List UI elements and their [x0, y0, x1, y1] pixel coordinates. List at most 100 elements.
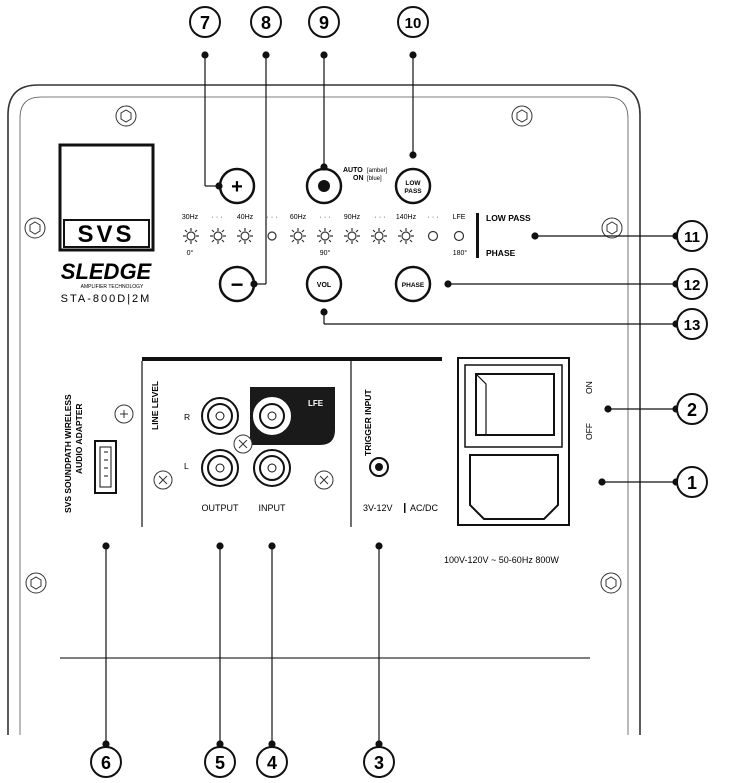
r-label: R	[184, 412, 190, 422]
trigger-jack[interactable]	[369, 457, 389, 477]
minus-glyph: −	[231, 272, 244, 297]
rca-input-lfe[interactable]	[253, 397, 291, 435]
jack-screw-center-icon	[233, 434, 253, 454]
led-lit-icon	[183, 228, 199, 244]
callout-11: 11	[676, 220, 708, 252]
vol-label: VOL	[317, 282, 332, 289]
led-lit-icon	[237, 228, 253, 244]
low-pass-tick-labels: 30Hz · · · 40Hz · · · 60Hz · · · 90Hz · …	[182, 214, 466, 221]
tick-180deg: 180°	[453, 249, 468, 257]
callout-4: 4	[256, 746, 288, 778]
led-lit-icon	[210, 228, 226, 244]
led-lit-icon	[317, 228, 333, 244]
product-tagline: AMPLIFIER TECHNOLOGY	[81, 284, 144, 290]
line-level-label: LINE LEVEL	[150, 381, 160, 430]
low-pass-button[interactable]: LOW PASS	[394, 167, 432, 205]
plus-glyph: +	[231, 176, 243, 198]
screw-mid-left-icon	[24, 217, 46, 239]
led-lit-icon	[398, 228, 414, 244]
phase-button-label: PHASE	[402, 282, 425, 289]
tick-dots-5: · · ·	[428, 214, 439, 221]
l-label: L	[184, 461, 189, 471]
power-status-on: ON	[353, 175, 364, 182]
input-label: INPUT	[259, 503, 287, 513]
callout-7: 7	[189, 6, 221, 38]
trigger-type: AC/DC	[410, 503, 439, 513]
tick-0deg: 0°	[187, 249, 194, 257]
tick-dots-3: · · ·	[320, 214, 331, 221]
callout-3-number: 3	[374, 753, 384, 773]
tick-40hz: 40Hz	[237, 214, 254, 221]
tick-90deg: 90°	[320, 249, 331, 257]
power-status-on-color: [blue]	[367, 176, 382, 182]
iec-power-socket[interactable]	[469, 454, 559, 520]
section-top-rule	[142, 357, 442, 361]
rca-output-r[interactable]	[201, 397, 239, 435]
phase-label: PHASE	[486, 248, 516, 258]
led-lit-icon	[371, 228, 387, 244]
switch-off-label: OFF	[584, 423, 594, 440]
wireless-adapter-label-2: AUDIO ADAPTER	[74, 403, 84, 474]
callout-9-number: 9	[319, 13, 329, 33]
logo-mark-frame	[63, 219, 150, 248]
power-rating: 100V-120V ~ 50-60Hz 800W	[444, 555, 559, 565]
callout-4-number: 4	[267, 753, 277, 773]
trigger-separator	[404, 503, 406, 513]
screw-mid-right-icon	[601, 217, 623, 239]
jack-screw-right-icon	[314, 470, 334, 490]
product-logo: SLEDGE	[61, 259, 153, 284]
led-off-icon	[453, 230, 465, 242]
callout-6: 6	[90, 746, 122, 778]
jack-screw-left-icon	[153, 470, 173, 490]
vol-button[interactable]: VOL	[305, 265, 343, 303]
minus-button[interactable]: −	[218, 265, 256, 303]
rca-input-l[interactable]	[253, 449, 291, 487]
plus-button[interactable]: +	[218, 167, 256, 205]
callout-2: 2	[676, 393, 708, 425]
led-lit-icon	[267, 231, 277, 241]
callout-8: 8	[250, 6, 282, 38]
callout-13-number: 13	[684, 317, 701, 334]
callout-8-number: 8	[261, 13, 271, 33]
callout-5: 5	[204, 746, 236, 778]
callout-5-number: 5	[215, 753, 225, 773]
callout-9: 9	[308, 6, 340, 38]
leader-lines	[102, 51, 680, 748]
logo-mark: SVS	[77, 221, 134, 248]
tick-60hz: 60Hz	[290, 214, 307, 221]
led-off-icon	[427, 230, 439, 242]
wireless-adapter-label-1: SVS SOUNDPATH WIRELESS	[63, 394, 73, 513]
output-label: OUTPUT	[202, 503, 240, 513]
usb-port[interactable]	[94, 440, 117, 494]
callout-13: 13	[676, 308, 708, 340]
tick-dots-4: · · ·	[375, 214, 386, 221]
power-led-icon	[318, 180, 330, 192]
low-pass-line1: LOW	[405, 180, 421, 187]
led-lit-icon	[344, 228, 360, 244]
tick-30hz: 30Hz	[182, 214, 199, 221]
adapter-screw-icon	[114, 404, 134, 424]
callout-1: 1	[676, 466, 708, 498]
callout-10-number: 10	[405, 15, 422, 32]
low-pass-label: LOW PASS	[486, 213, 531, 223]
screw-top-left-icon	[115, 105, 137, 127]
callout-10: 10	[397, 6, 429, 38]
phase-tick-labels: 0° 90° 180°	[187, 249, 468, 257]
callout-6-number: 6	[101, 753, 111, 773]
callout-7-number: 7	[200, 13, 210, 33]
power-button[interactable]	[305, 167, 343, 205]
switch-on-label: ON	[584, 381, 594, 394]
tick-140hz: 140Hz	[396, 214, 417, 221]
screw-low-left-icon	[25, 572, 47, 594]
trigger-voltage: 3V-12V	[363, 503, 393, 513]
callout-2-number: 2	[687, 400, 697, 420]
trigger-input-label: TRIGGER INPUT	[363, 389, 373, 456]
power-status-auto: AUTO	[343, 167, 363, 174]
power-rocker-switch[interactable]	[475, 373, 555, 436]
led-lit-icon	[290, 228, 306, 244]
phase-button[interactable]: PHASE	[394, 265, 432, 303]
callout-1-number: 1	[687, 473, 697, 493]
rca-output-l[interactable]	[201, 449, 239, 487]
screw-low-right-icon	[600, 572, 622, 594]
product-model: STA-800D|2M	[61, 293, 152, 305]
